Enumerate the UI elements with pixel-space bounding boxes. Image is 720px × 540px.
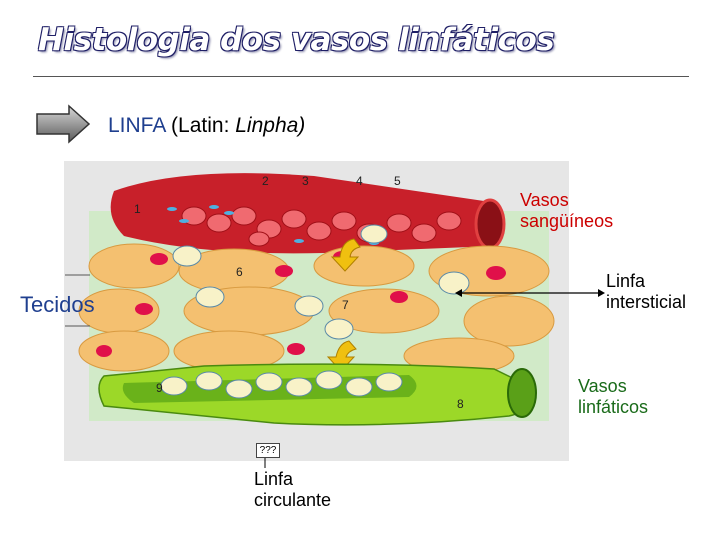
title-divider [33, 76, 689, 77]
right-arrow-icon [36, 104, 91, 144]
latin-prefix: (Latin: [171, 114, 236, 137]
lymph-vessel [98, 363, 537, 426]
label-tecidos: Tecidos [20, 292, 95, 317]
figure-number-3: 3 [302, 174, 309, 188]
figure-number-7: 7 [342, 298, 349, 312]
figure-number-6: 6 [236, 265, 243, 279]
figure-number-4: 4 [356, 174, 363, 188]
linfa-heading: LINFA (Latin: Linpha) [108, 114, 305, 138]
unknown-box: ??? [256, 443, 280, 458]
arrow-down-1 [330, 238, 361, 272]
label-linfa-circulante: Linfa circulante [254, 469, 332, 510]
label-linfa-intersticial: Linfa intersticial [606, 271, 687, 312]
latin-word: Linpha) [235, 114, 306, 137]
figure-number-9: 9 [156, 381, 163, 395]
figure-number-5: 5 [394, 174, 401, 188]
label-vasos-sanguineos: Vasos sangüíneos [520, 190, 614, 231]
cell-nuclei [96, 251, 506, 357]
histology-figure: 1 2 3 4 5 6 7 8 9 [64, 161, 569, 461]
blood-vessel [110, 173, 506, 254]
figure-number-1: 1 [134, 202, 141, 216]
figure-number-2: 2 [262, 174, 269, 188]
interstitial-lymph [172, 224, 470, 340]
page-title: Histologia dos vasos linfáticos [38, 22, 555, 58]
label-vasos-linfaticos: Vasos linfáticos [578, 376, 649, 417]
linfa-word: LINFA [108, 114, 166, 137]
figure-number-8: 8 [457, 397, 464, 411]
